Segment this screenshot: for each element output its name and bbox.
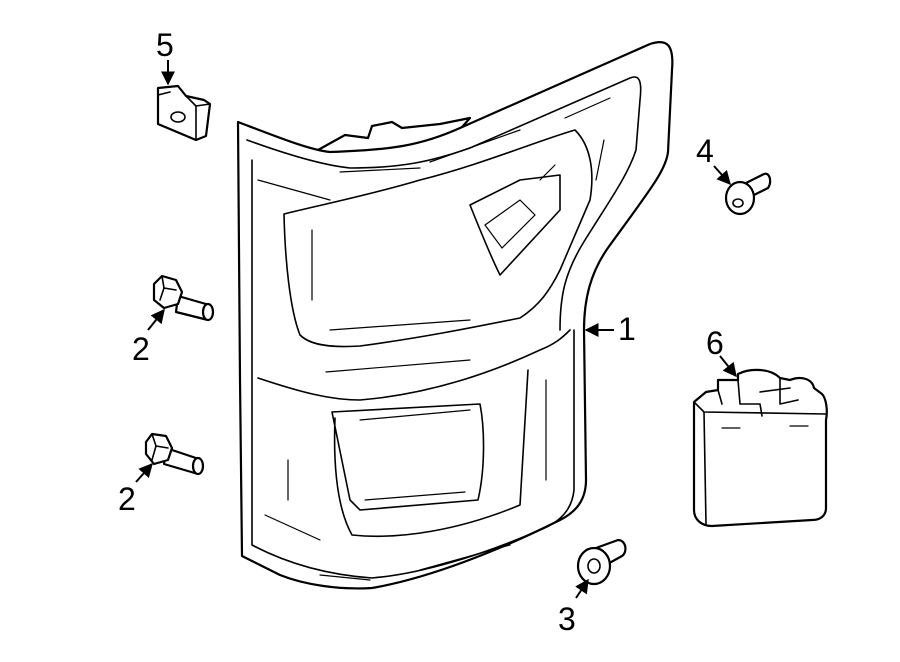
clip-part[interactable] (156, 84, 212, 142)
bolt-lower[interactable] (144, 432, 205, 476)
callout-2-lower: 2 (118, 462, 153, 517)
callout-label-4: 4 (696, 133, 714, 169)
callout-1: 1 (584, 311, 636, 347)
screw-part[interactable] (724, 172, 772, 216)
callout-label-6: 6 (706, 325, 724, 361)
callout-3: 3 (558, 578, 589, 637)
module-part[interactable] (692, 368, 828, 528)
callout-label-2-lower: 2 (118, 481, 136, 517)
callout-6: 6 (706, 325, 737, 378)
callout-4: 4 (696, 133, 731, 186)
stud-part[interactable] (576, 538, 627, 586)
callout-label-5: 5 (156, 27, 174, 63)
callout-5: 5 (156, 27, 175, 86)
callout-label-1: 1 (618, 311, 636, 347)
callout-2-upper: 2 (132, 308, 165, 367)
callout-label-2-upper: 2 (132, 331, 150, 367)
bolt-upper[interactable] (152, 274, 215, 322)
callout-label-3: 3 (558, 601, 576, 637)
tail-lamp-assembly[interactable] (236, 41, 674, 590)
